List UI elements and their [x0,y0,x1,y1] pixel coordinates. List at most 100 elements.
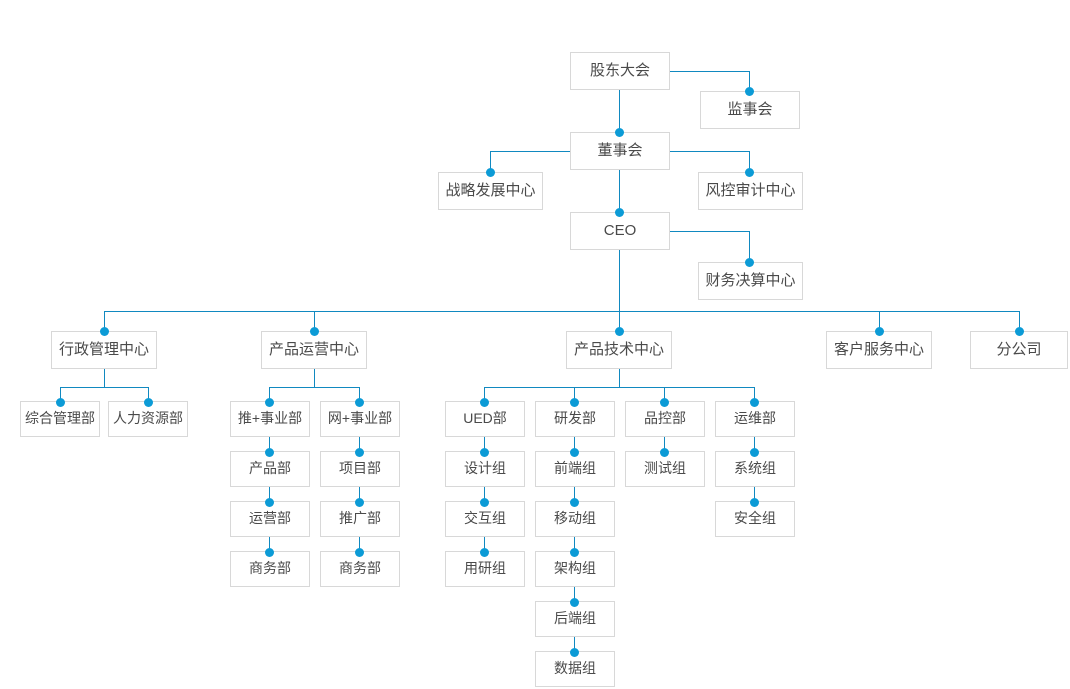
node-test-group[interactable]: 测试组 [625,451,705,487]
node-board-of-directors[interactable]: 董事会 [570,132,670,170]
node-label: 风控审计中心 [705,181,796,199]
edge-technology-stem [619,369,620,387]
edge-bus-to-service [879,311,880,331]
edge-shareholders-to-supervisors-h [670,71,750,72]
node-strategy-development-center[interactable]: 战略发展中心 [438,172,543,210]
connector-dot-design-group [480,448,489,457]
edge-board-to-risk-h [670,151,750,152]
connector-dot-hr [144,398,153,407]
node-risk-audit-center[interactable]: 风控审计中心 [698,172,803,210]
connector-dot-admin [100,327,109,336]
edge-operation-to-col1 [269,387,270,402]
connector-dot-finance [745,258,754,267]
node-ops-dept[interactable]: 运维部 [715,401,795,437]
connector-dot-product-dept [265,448,274,457]
node-rd-dept[interactable]: 研发部 [535,401,615,437]
node-label: 股东大会 [589,61,650,79]
connector-dot-tui-plus [265,398,274,407]
node-tui-plus-business-unit[interactable]: 推+事业部 [230,401,310,437]
edge-shareholders-to-board-v [619,90,620,132]
connector-dot-general-mgmt [56,398,65,407]
node-label: 产品技术中心 [573,340,664,358]
node-mobile-group[interactable]: 移动组 [535,501,615,537]
edge-operation-to-col2 [359,387,360,402]
connector-dot-ops [750,398,759,407]
node-data-group[interactable]: 数据组 [535,651,615,687]
edge-admin-bus [60,387,149,388]
node-label: 用研组 [464,560,506,577]
edge-op-c2-2 [359,487,360,501]
node-label: 董事会 [597,141,643,159]
edge-admin-to-hr [148,387,149,402]
connector-dot-business-right [355,548,364,557]
connector-dot-qc [660,398,669,407]
connector-dot-system-group [750,448,759,457]
edge-bus-to-technology [619,311,620,331]
node-admin-management-center[interactable]: 行政管理中心 [51,331,157,369]
node-label: 交互组 [464,510,506,527]
node-label: 商务部 [339,560,381,577]
node-shareholders-meeting[interactable]: 股东大会 [570,52,670,90]
node-label: 战略发展中心 [445,181,536,199]
edge-op-c1-1 [269,437,270,451]
edge-level4-bus [104,311,1020,312]
edge-admin-to-general [60,387,61,402]
node-label: 测试组 [644,460,686,477]
node-business-dept-left[interactable]: 商务部 [230,551,310,587]
edge-op-c1-3 [269,537,270,551]
node-branch-company[interactable]: 分公司 [970,331,1068,369]
node-label: 安全组 [734,510,776,527]
edge-board-to-ceo-v [619,170,620,212]
node-label: 品控部 [644,410,686,427]
node-label: 商务部 [249,560,291,577]
node-business-dept-right[interactable]: 商务部 [320,551,400,587]
connector-dot-business-left [265,548,274,557]
node-general-management-dept[interactable]: 综合管理部 [20,401,100,437]
node-operation-dept[interactable]: 运营部 [230,501,310,537]
edge-tech-to-ued [484,387,485,402]
edge-bus-to-branch [1019,311,1020,331]
connector-dot-ued [480,398,489,407]
node-label: 产品部 [249,460,291,477]
edge-op-c2-1 [359,437,360,451]
node-customer-service-center[interactable]: 客户服务中心 [826,331,932,369]
connector-dot-wang-plus [355,398,364,407]
connector-dot-service [875,327,884,336]
connector-dot-promotion-dept [355,498,364,507]
node-finance-settlement-center[interactable]: 财务决算中心 [698,262,803,300]
node-label: 客户服务中心 [833,340,924,358]
node-architecture-group[interactable]: 架构组 [535,551,615,587]
edge-ceo-to-finance-v [749,231,750,262]
node-design-group[interactable]: 设计组 [445,451,525,487]
connector-dot-branch [1015,327,1024,336]
connector-dot-board [615,128,624,137]
node-human-resources-dept[interactable]: 人力资源部 [108,401,188,437]
node-label: 财务决算中心 [705,271,796,289]
node-ceo[interactable]: CEO [570,212,670,250]
node-label: 推广部 [339,510,381,527]
edge-rd-1 [574,437,575,451]
edge-ops-1 [754,437,755,451]
node-promotion-dept[interactable]: 推广部 [320,501,400,537]
edge-op-c2-3 [359,537,360,551]
edge-qc-1 [664,437,665,451]
edge-rd-3 [574,537,575,551]
connector-dot-frontend-group [570,448,579,457]
edge-rd-2 [574,487,575,501]
node-product-technology-center[interactable]: 产品技术中心 [566,331,672,369]
connector-dot-project-dept [355,448,364,457]
edge-rd-4 [574,587,575,601]
node-board-of-supervisors[interactable]: 监事会 [700,91,800,129]
node-label: 网+事业部 [327,410,393,427]
node-label: 前端组 [554,460,596,477]
edge-tech-to-qc [664,387,665,402]
node-project-dept[interactable]: 项目部 [320,451,400,487]
node-label: 运维部 [734,410,776,427]
node-user-research-group[interactable]: 用研组 [445,551,525,587]
edge-op-c1-2 [269,487,270,501]
connector-dot-backend-group [570,598,579,607]
node-product-operation-center[interactable]: 产品运营中心 [261,331,367,369]
node-interaction-group[interactable]: 交互组 [445,501,525,537]
node-label: 系统组 [734,460,776,477]
